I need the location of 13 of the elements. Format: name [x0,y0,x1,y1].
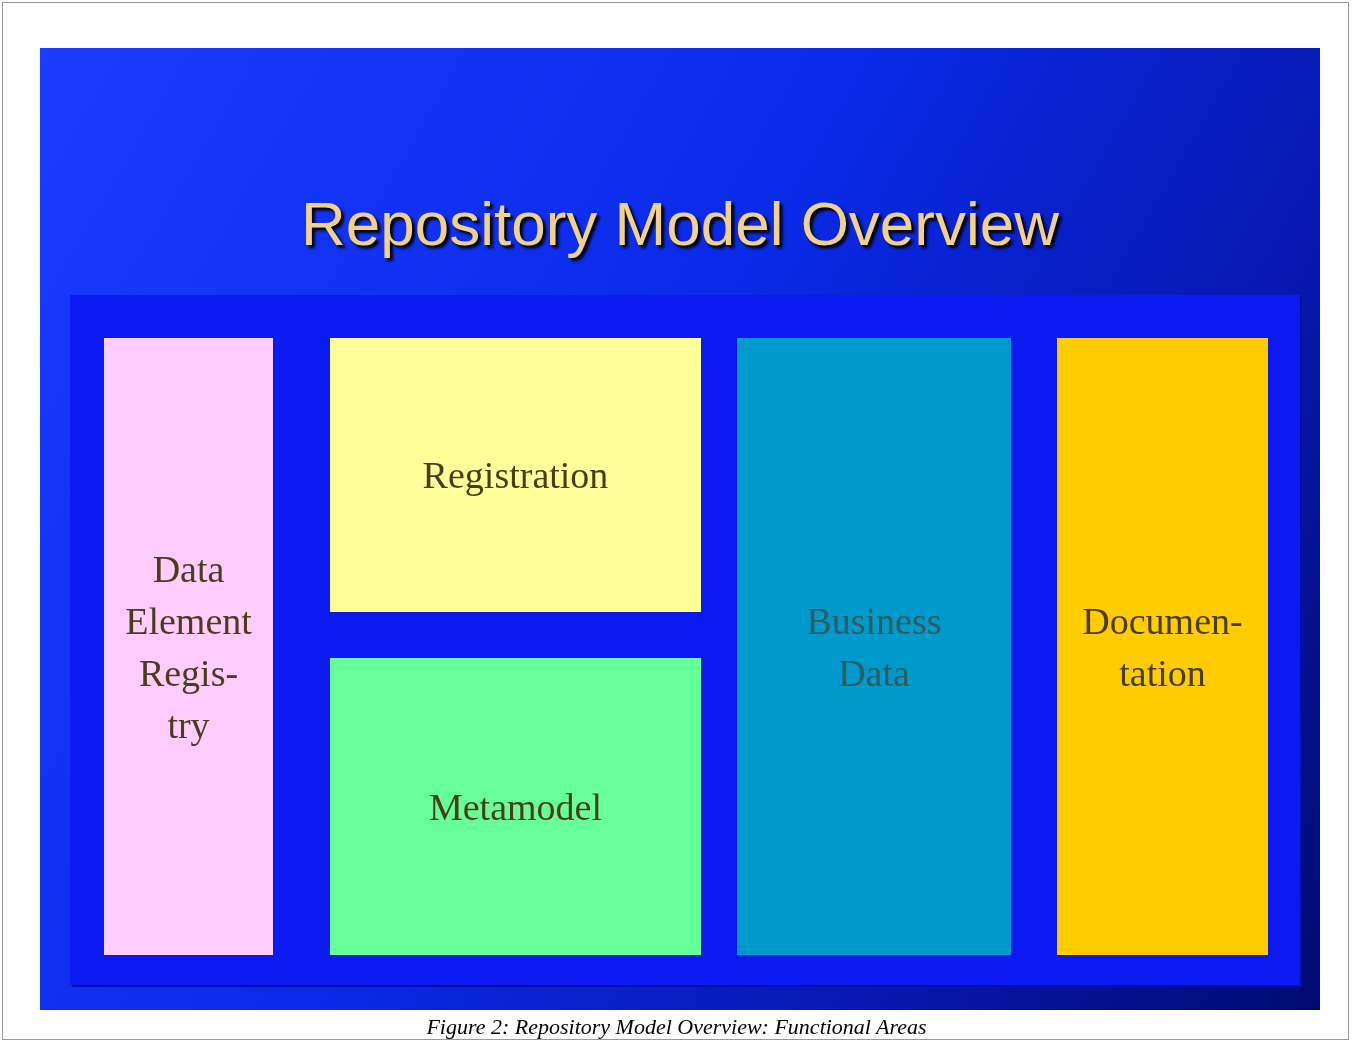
area-panel [70,295,1300,985]
area-box [737,338,1011,955]
area-label: Data Element Regis- try [124,546,253,748]
area-box [1057,338,1268,955]
slide-title: Repository Model Overview [299,188,1060,259]
area-box [330,338,701,612]
figure-caption: Figure 2: Repository Model Overview: Functional Areas [425,1014,928,1040]
area-box [104,338,273,955]
area-label: Registration [422,453,609,498]
area-label: Documen- tation [1081,598,1244,696]
area-label: Metamodel [428,784,603,830]
area-box [330,658,701,955]
area-label: Business Data [805,598,943,696]
